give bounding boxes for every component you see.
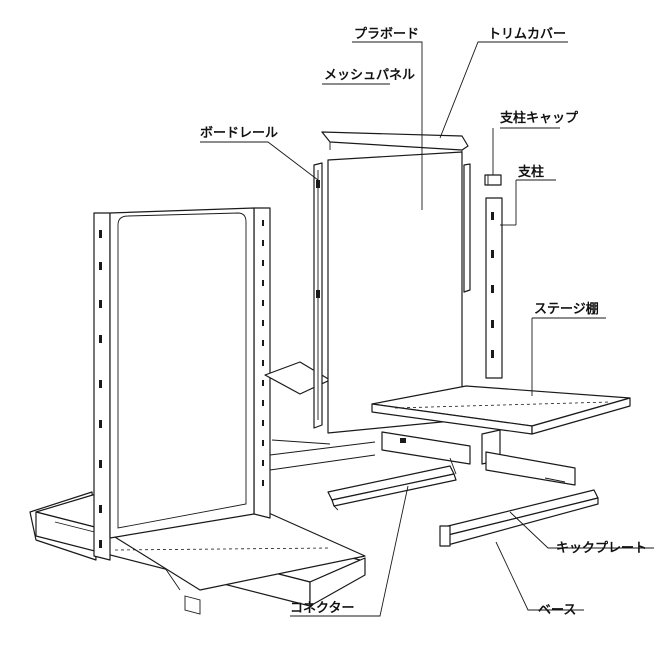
panel-right-rail [463,163,471,293]
label-pra-board: プラボード [354,26,419,42]
post-cap [484,174,502,186]
label-base: ベース [538,603,576,618]
connector [327,465,457,511]
label-trim-cover: トリムカバー [488,27,566,42]
unit-base-right [309,557,366,607]
unit-back-board-inner [117,212,247,529]
kick-plate [439,489,599,547]
board-rail [313,162,323,429]
label-kick-plate: キックプレート [556,541,647,556]
unit-back-board [109,207,255,539]
label-post: 支柱 [517,164,544,180]
label-stage-shelf: ステージ棚 [534,301,599,317]
unit-foot [184,595,201,615]
unit-left-post-holes [99,230,102,548]
leader-lines [200,41,654,617]
stage-shelf [371,385,631,435]
post [485,197,503,379]
label-connector: コネクター [290,601,354,616]
label-board-rail: ボードレール [200,125,278,141]
shelf-bracket [381,429,576,486]
label-mesh-panel: メッシュパネル [324,68,415,83]
unit-right-post-holes [262,220,264,486]
assembled-shelf-unit [29,207,366,615]
label-post-cap: 支柱キャップ [499,110,579,126]
trim-cover [321,131,469,158]
